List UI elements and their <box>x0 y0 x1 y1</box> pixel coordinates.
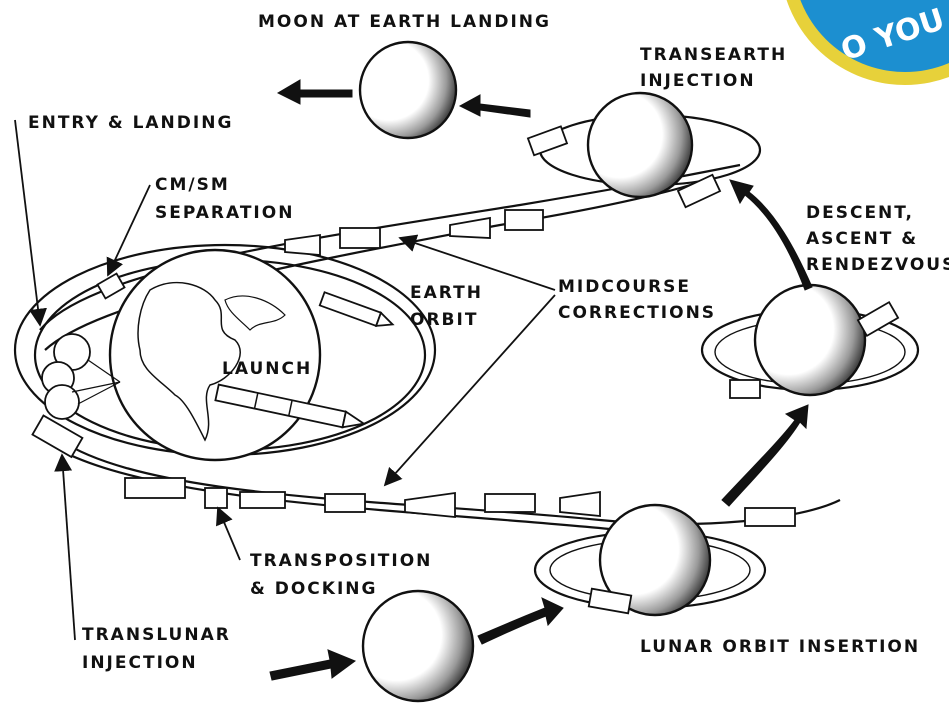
sla-panel <box>405 493 455 517</box>
label-transearth-line1: TRANSEARTH <box>640 45 787 65</box>
csm-docked <box>240 492 285 508</box>
arrow-from-transearth-moon <box>460 95 530 117</box>
stack-midcourse <box>325 494 365 512</box>
moon-descent-sphere <box>755 285 865 395</box>
moon-descent <box>702 285 918 395</box>
arrow-to-insertion-moon <box>478 598 563 644</box>
entry-landing-leader <box>15 120 40 325</box>
transearth-csm <box>528 126 567 155</box>
lm-descent <box>730 380 760 398</box>
csm-at-moon <box>678 175 720 207</box>
s-ivb-earth-orbit <box>320 292 395 331</box>
arrow-to-earth-landing <box>278 80 352 104</box>
label-moon-at-earth-landing: MOON AT EARTH LANDING <box>258 12 551 32</box>
return-sla <box>285 235 320 255</box>
label-entry-landing: ENTRY & LANDING <box>28 113 233 133</box>
moon-translunar-sphere <box>363 591 473 701</box>
earth <box>110 250 320 460</box>
parachutes <box>42 334 120 419</box>
moon-transearth <box>540 93 760 197</box>
mission-badge: O YOU <box>780 0 949 85</box>
moon-translunar <box>363 591 473 701</box>
stack-approach <box>745 508 795 526</box>
tli-stage <box>32 415 82 457</box>
label-descent-line1: DESCENT, <box>806 203 914 223</box>
return-csm <box>340 228 380 248</box>
return-sla-2 <box>450 218 490 238</box>
label-transearth-line2: INJECTION <box>640 71 756 91</box>
s-ivb-body <box>320 292 381 326</box>
label-earth-orbit-line2: ORBIT <box>410 310 478 330</box>
transposition-leader <box>218 508 240 560</box>
label-earth-orbit-line1: EARTH <box>410 283 483 303</box>
arrow-to-translunar-moon <box>270 650 355 680</box>
moon-at-earth-landing <box>360 42 456 138</box>
label-launch: LAUNCH <box>222 359 312 379</box>
label-transposition-line2: & DOCKING <box>250 579 377 599</box>
label-cmsm-line2: SEPARATION <box>155 203 294 223</box>
moon-transearth-sphere <box>588 93 692 197</box>
moon-landing-sphere <box>360 42 456 138</box>
cmsm-separation-leader <box>108 185 150 275</box>
label-descent-line3: RENDEZVOUS <box>806 255 949 275</box>
label-transposition-line1: TRANSPOSITION <box>250 551 432 571</box>
label-descent-line2: ASCENT & <box>806 229 918 249</box>
stack-coast <box>485 494 535 512</box>
cm-sm-separating <box>125 478 185 498</box>
label-cmsm-line1: CM/SM <box>155 175 230 195</box>
translunar-leader <box>62 455 75 640</box>
lm-ascent <box>858 302 898 336</box>
lm-docking <box>205 488 227 508</box>
label-midcourse-line1: MIDCOURSE <box>558 277 691 297</box>
label-lunar-orbit-insertion: LUNAR ORBIT INSERTION <box>640 637 920 657</box>
sla-panel-2 <box>560 492 600 516</box>
label-translunar-line2: INJECTION <box>82 653 198 673</box>
label-translunar-line1: TRANSLUNAR <box>82 625 231 645</box>
arrow-to-transearth-moon <box>730 180 812 290</box>
parachute-3 <box>45 385 79 419</box>
label-midcourse-line2: CORRECTIONS <box>558 303 716 323</box>
arrow-to-descent-moon <box>722 405 808 506</box>
return-csm-2 <box>505 210 543 230</box>
